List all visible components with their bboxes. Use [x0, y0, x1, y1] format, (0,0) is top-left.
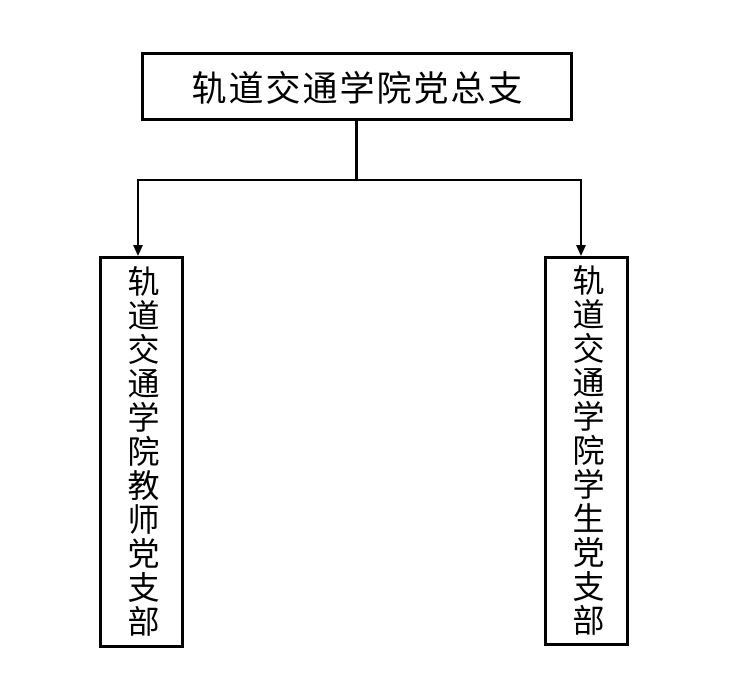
branch-node-students: 轨道交通学院学生党支部: [544, 256, 629, 646]
root-node-label: 轨道交通学院党总支: [191, 70, 525, 109]
arrowhead-down-left-icon: [133, 245, 143, 256]
connector-horizontal: [137, 179, 582, 181]
connector-right-drop: [580, 179, 582, 245]
branch-node-teachers: 轨道交通学院教师党支部: [99, 256, 184, 648]
branch-node-students-label: 轨道交通学院学生党支部: [568, 264, 605, 638]
connector-left-drop: [137, 179, 139, 245]
root-node: 轨道交通学院党总支: [141, 52, 573, 121]
branch-node-teachers-label: 轨道交通学院教师党支部: [123, 265, 160, 639]
connector-stem: [355, 121, 358, 180]
arrowhead-down-right-icon: [576, 245, 586, 256]
